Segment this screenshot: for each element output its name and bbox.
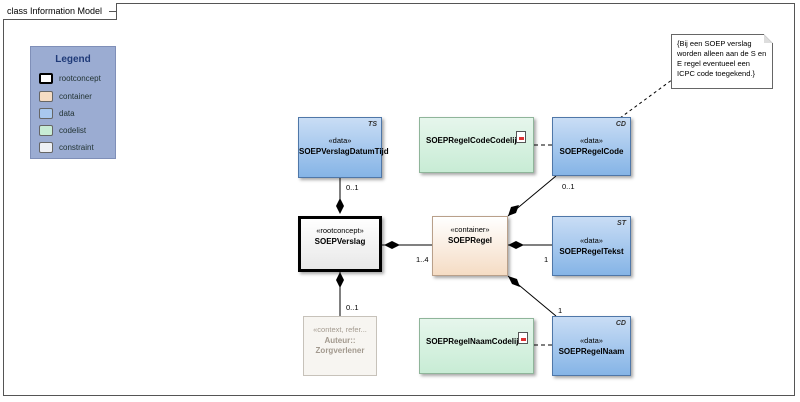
class-soep-regel-tekst[interactable]: ST «data» SOEPRegelTekst <box>552 216 631 276</box>
type-tag: CD <box>615 320 626 327</box>
diagram-frame <box>3 3 795 396</box>
stereotype: «rootconcept» <box>316 226 364 235</box>
constraint-note[interactable]: {Bij een SOEP verslag worden alleen aan … <box>671 34 773 89</box>
stereotype: «data» <box>580 136 603 145</box>
legend-label: codelist <box>59 125 87 135</box>
composition-diamond <box>384 241 400 249</box>
document-icon <box>516 131 526 143</box>
class-name: SOEPRegelNaam <box>558 347 625 356</box>
legend-label: data <box>59 108 75 118</box>
multiplicity-label: 1 <box>558 306 563 315</box>
class-name: Auteur:: <box>324 336 356 345</box>
class-soep-regel-naam[interactable]: CD «data» SOEPRegelNaam <box>552 316 631 376</box>
legend-swatch <box>39 90 53 102</box>
stereotype: «data» <box>580 236 603 245</box>
legend-label: constraint <box>59 142 94 152</box>
type-tag: TS <box>368 121 377 128</box>
class-auteur-zorgverlener[interactable]: «context, refer... Auteur:: Zorgverlener <box>303 316 377 376</box>
legend-item: constraint <box>39 140 94 154</box>
class-soep-verslag[interactable]: «rootconcept» SOEPVerslag <box>298 216 382 272</box>
frame-title: class Information Model <box>3 3 118 20</box>
stereotype: «data» <box>580 336 603 345</box>
stereotype: «context, refer... <box>313 325 367 334</box>
multiplicity-label: 0..1 <box>562 182 575 191</box>
stereotype: «data» <box>328 136 352 145</box>
class-soep-regel-code-codelijst[interactable]: SOEPRegelCodeCodelijst <box>419 117 534 173</box>
note-link <box>619 73 681 119</box>
class-name: SOEPRegelCode <box>559 147 624 156</box>
stereotype: «container» <box>450 225 490 234</box>
multiplicity-label: 1..4 <box>416 255 429 264</box>
composition-diamond <box>508 241 524 249</box>
legend-label: container <box>59 91 92 101</box>
legend-item: data <box>39 106 75 120</box>
class-name: SOEPVerslag <box>314 237 366 246</box>
legend-swatch <box>39 72 53 84</box>
class-soep-verslag-datum-tijd[interactable]: TS «data» SOEPVerslagDatumTijd <box>298 117 389 178</box>
legend: Legend rootconcept container data codeli… <box>30 46 116 159</box>
class-name: SOEPRegelTekst <box>559 247 624 256</box>
class-name: SOEPRegel <box>447 236 492 245</box>
type-tag: CD <box>615 121 626 128</box>
legend-swatch <box>39 124 53 136</box>
composition-diamond <box>336 272 344 288</box>
class-name: SOEPRegelCodeCodelijst <box>426 136 524 145</box>
class-name: Zorgverlener <box>315 346 365 355</box>
class-soep-regel-code[interactable]: CD «data» SOEPRegelCode <box>552 117 631 176</box>
composition-diamond <box>508 205 519 216</box>
type-tag: ST <box>617 220 626 227</box>
legend-swatch <box>39 141 53 153</box>
class-name: SOEPRegelNaamCodelijst <box>426 337 526 346</box>
document-icon <box>518 332 528 344</box>
legend-item: codelist <box>39 123 86 137</box>
legend-label: rootconcept <box>59 73 101 83</box>
class-soep-regel[interactable]: «container» SOEPRegel <box>432 216 508 276</box>
composition-diamond <box>336 198 344 214</box>
legend-swatch <box>39 107 53 119</box>
multiplicity-label: 0..1 <box>346 183 359 192</box>
legend-item: rootconcept <box>39 71 101 85</box>
composition-diamond <box>508 276 520 287</box>
class-soep-regel-naam-codelijst[interactable]: SOEPRegelNaamCodelijst <box>419 318 534 374</box>
multiplicity-label: 0..1 <box>346 303 359 312</box>
multiplicity-label: 1 <box>544 255 549 264</box>
legend-item: container <box>39 89 92 103</box>
class-name: SOEPVerslagDatumTijd <box>299 147 389 156</box>
legend-title: Legend <box>55 54 91 65</box>
